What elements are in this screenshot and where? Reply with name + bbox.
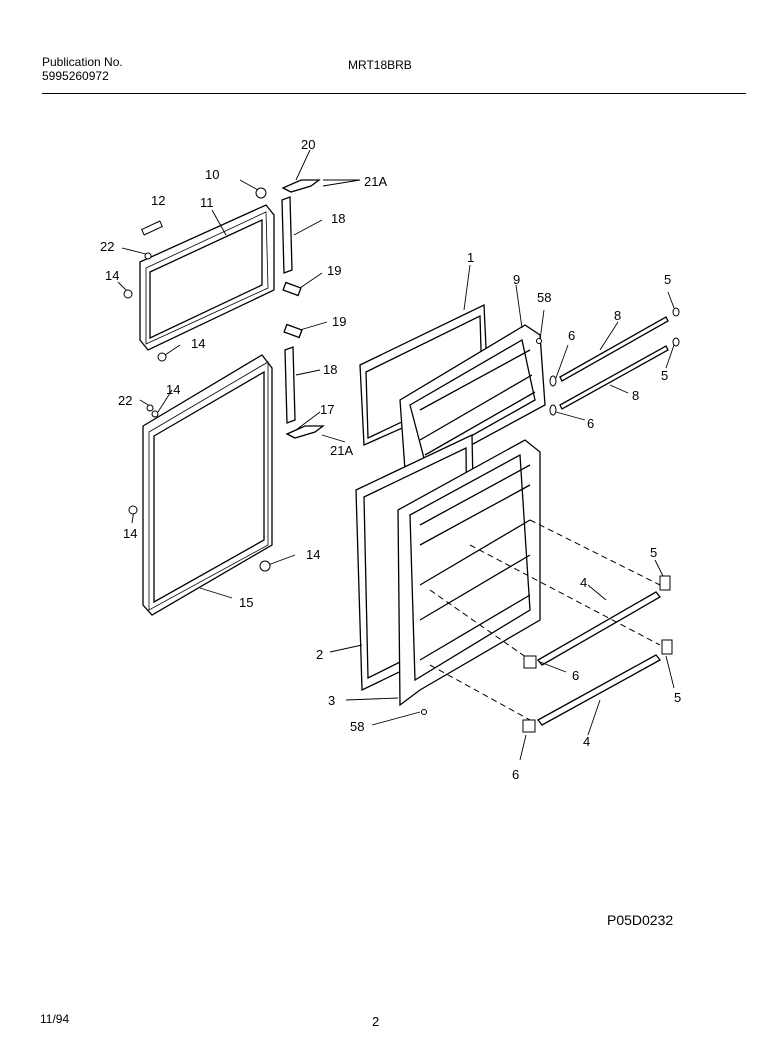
callout-1: 1: [467, 250, 474, 265]
callout-6-a: 6: [568, 328, 575, 343]
callout-18-lower: 18: [323, 362, 337, 377]
callout-22-upper: 22: [100, 239, 114, 254]
label-plate-12: [141, 220, 163, 236]
callout-5-a: 5: [664, 272, 671, 287]
diagram-code: P05D0232: [607, 912, 674, 928]
callout-58-lower: 58: [350, 719, 364, 734]
callout-9: 9: [513, 272, 520, 287]
end-cap-5-c: [659, 575, 671, 591]
callout-20: 20: [301, 137, 315, 152]
handle-lower: [284, 346, 296, 424]
footer-date: 11/94: [40, 1012, 70, 1026]
callout-5-d: 5: [674, 690, 681, 705]
callout-6-c: 6: [572, 668, 579, 683]
callout-3: 3: [328, 693, 335, 708]
callout-2: 2: [316, 647, 323, 662]
screw-58-lower: [421, 709, 427, 715]
end-cap-5-b: [672, 337, 680, 347]
hinge-bottom: [285, 425, 325, 439]
callout-11: 11: [200, 195, 214, 210]
callout-15: 15: [239, 595, 253, 610]
page-number: 2: [372, 1014, 380, 1029]
publication-label: Publication No.: [42, 55, 123, 69]
plug-14-d: [128, 505, 138, 515]
callout-18-upper: 18: [331, 211, 345, 226]
plug-14-c: [151, 410, 159, 418]
callout-19-upper: 19: [327, 263, 341, 278]
rack-bar-lower: [537, 654, 661, 726]
plug-14-e: [259, 560, 271, 572]
callout-14-d: 14: [123, 526, 137, 541]
callout-14-e: 14: [306, 547, 320, 562]
hinge-top: [281, 179, 321, 193]
hinge-cap-lower: [283, 323, 303, 339]
callout-8-upper: 8: [614, 308, 621, 323]
model-number: MRT18BRB: [348, 58, 412, 72]
callout-19-lower: 19: [332, 314, 346, 329]
callout-6-d: 6: [512, 767, 519, 782]
shelf-bar-upper: [559, 316, 669, 382]
rack-bar-upper: [537, 591, 661, 666]
shelf-bar-lower: [559, 345, 669, 410]
freezer-door-frame: [139, 204, 275, 351]
publication-number: 5995260972: [42, 69, 109, 83]
end-cap-6-d: [522, 719, 536, 733]
callout-4-lower: 4: [583, 734, 590, 749]
food-door-frame: [142, 354, 273, 616]
assembly-lines: [429, 519, 661, 721]
callout-8-lower: 8: [632, 388, 639, 403]
callout-5-b: 5: [661, 368, 668, 383]
callout-5-c: 5: [650, 545, 657, 560]
callout-4-upper: 4: [580, 575, 587, 590]
end-cap-6-c: [523, 655, 537, 669]
callout-12: 12: [151, 193, 165, 208]
callout-17: 17: [320, 402, 334, 417]
callout-14-b: 14: [191, 336, 205, 351]
hinge-cap-upper: [282, 281, 302, 297]
food-inner-door: [397, 439, 541, 707]
screw-10: [255, 187, 267, 199]
callout-6-b: 6: [587, 416, 594, 431]
end-cap-6-a: [549, 375, 557, 387]
callout-21a-lower: 21A: [330, 443, 353, 458]
callout-21a-upper: 21A: [364, 174, 387, 189]
plug-14-b: [157, 352, 167, 362]
screw-58-upper: [536, 338, 542, 344]
screw-22-upper: [144, 252, 152, 260]
screw-22-lower: [146, 404, 154, 412]
plug-14-a: [123, 289, 133, 299]
end-cap-5-d: [661, 639, 673, 655]
end-cap-5-a: [672, 307, 680, 317]
handle-upper: [281, 196, 293, 274]
callout-58-upper: 58: [537, 290, 551, 305]
callout-22-lower: 22: [118, 393, 132, 408]
end-cap-6-b: [549, 404, 557, 416]
header-rule: [42, 93, 746, 94]
callout-14-a: 14: [105, 268, 119, 283]
callout-14-c: 14: [166, 382, 180, 397]
callout-10: 10: [205, 167, 219, 182]
